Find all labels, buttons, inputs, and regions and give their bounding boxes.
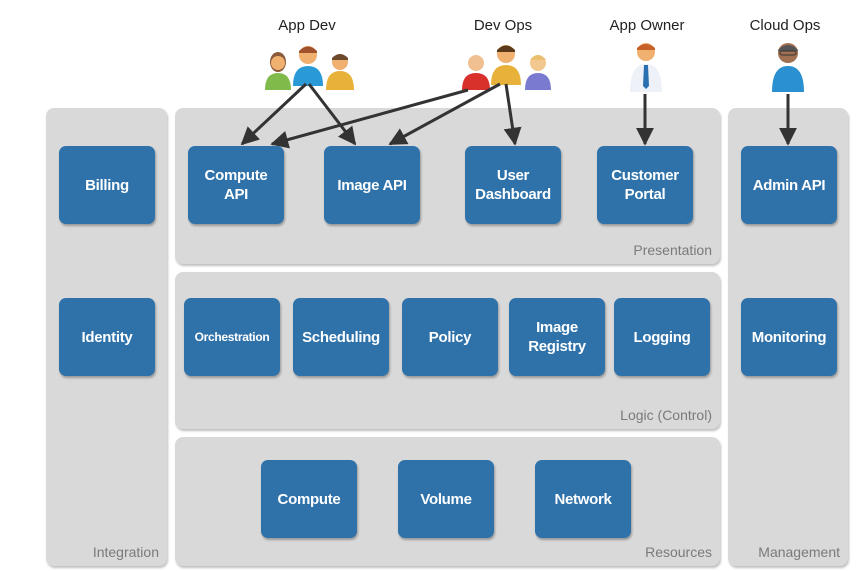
person-icon <box>525 55 551 90</box>
person-icon <box>462 55 490 90</box>
presentation-label: Presentation <box>633 242 712 258</box>
cloud-ops-person-icon <box>772 43 804 92</box>
app-owner-person-icon <box>630 43 662 92</box>
orchestration-box[interactable]: Orchestration <box>184 298 280 376</box>
admin-api-box[interactable]: Admin API <box>741 146 837 224</box>
compute-api-box[interactable]: Compute API <box>188 146 284 224</box>
cloud-ops-label: Cloud Ops <box>749 17 821 34</box>
compute-box[interactable]: Compute <box>261 460 357 538</box>
app-dev-people-icon <box>265 46 354 90</box>
monitoring-box[interactable]: Monitoring <box>741 298 837 376</box>
app-dev-label: App Dev <box>278 17 336 34</box>
user-dashboard-box[interactable]: User Dashboard <box>465 146 561 224</box>
person-icon <box>265 52 291 90</box>
scheduling-box[interactable]: Scheduling <box>293 298 389 376</box>
dev-ops-label: Dev Ops <box>473 17 533 34</box>
logic-label: Logic (Control) <box>620 407 712 423</box>
policy-box[interactable]: Policy <box>402 298 498 376</box>
billing-box[interactable]: Billing <box>59 146 155 224</box>
app-owner-label: App Owner <box>609 17 685 34</box>
image-registry-box[interactable]: Image Registry <box>509 298 605 376</box>
person-icon <box>491 45 521 85</box>
logging-box[interactable]: Logging <box>614 298 710 376</box>
volume-box[interactable]: Volume <box>398 460 494 538</box>
network-box[interactable]: Network <box>535 460 631 538</box>
identity-box[interactable]: Identity <box>59 298 155 376</box>
person-icon <box>293 46 323 86</box>
dev-ops-people-icon <box>462 45 551 90</box>
person-icon <box>326 54 354 90</box>
integration-label: Integration <box>92 544 159 560</box>
image-api-box[interactable]: Image API <box>324 146 420 224</box>
customer-portal-box[interactable]: Customer Portal <box>597 146 693 224</box>
management-label: Management <box>758 544 840 560</box>
resources-label: Resources <box>645 544 712 560</box>
